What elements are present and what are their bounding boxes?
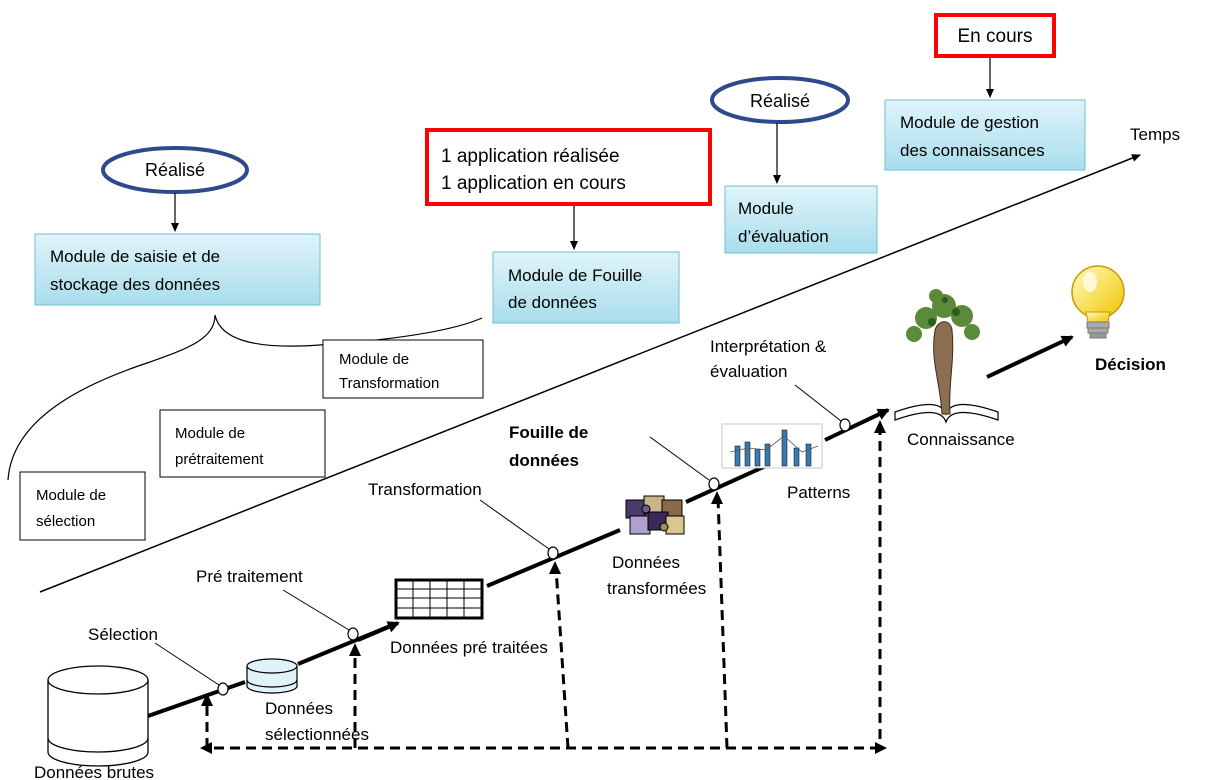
time-axis	[39, 154, 1141, 593]
svg-text:stockage des données: stockage des données	[50, 275, 220, 294]
label-donnees-brutes: Données brutes	[34, 763, 154, 780]
label-fouille-2: données	[509, 451, 579, 470]
label-patterns: Patterns	[787, 483, 850, 502]
svg-text:prétraitement: prétraitement	[175, 451, 264, 468]
module-evaluation: Module d’évaluation	[724, 185, 878, 254]
label-donnees-selectionnees-1: Données	[265, 699, 333, 718]
svg-text:des connaissances: des connaissances	[900, 141, 1045, 160]
process-arrow-head-1	[357, 621, 400, 642]
svg-text:Réalisé: Réalisé	[750, 91, 810, 111]
label-interpretation-1: Interprétation &	[710, 337, 827, 356]
label-pre-traitement: Pré traitement	[196, 567, 303, 586]
raw-data-cylinder-icon	[47, 665, 149, 767]
label-transformation: Transformation	[368, 480, 482, 499]
leader-lines	[154, 384, 842, 686]
patterns-chart-icon	[721, 423, 823, 469]
label-fouille-1: Fouille de	[509, 423, 588, 442]
module-gestion-connaissances: Module de gestion des connaissances	[884, 99, 1086, 171]
svg-text:de données: de données	[508, 293, 597, 312]
module-saisie-stockage: Module de saisie et de stockage des donn…	[34, 233, 321, 306]
svg-text:Transformation: Transformation	[339, 375, 439, 392]
svg-text:1 application réalisée: 1 application réalisée	[441, 146, 620, 167]
label-donnees-transformees-2: transformées	[607, 579, 706, 598]
svg-text:Module de: Module de	[36, 487, 106, 504]
selected-data-cylinder-icon	[246, 658, 298, 694]
svg-text:d’évaluation: d’évaluation	[738, 227, 829, 246]
module-fouille: Module de Fouille de données	[492, 251, 680, 324]
label-donnees-pre-traitees: Données pré traitées	[390, 638, 548, 657]
svg-text:Module de: Module de	[175, 425, 245, 442]
svg-text:Module: Module	[738, 199, 794, 218]
svg-text:Module de Fouille: Module de Fouille	[508, 266, 642, 285]
decision-arrow	[986, 335, 1074, 379]
puzzle-icon	[625, 495, 685, 535]
process-arrow-head-2	[849, 408, 890, 430]
svg-text:Réalisé: Réalisé	[145, 160, 205, 180]
preprocessed-table-icon	[394, 578, 484, 620]
knowledge-tree-icon	[894, 289, 999, 424]
label-decision: Décision	[1095, 355, 1166, 374]
module-grouping-brace	[7, 314, 483, 481]
time-label: Temps	[1130, 125, 1180, 144]
status-en-cours: En cours	[934, 13, 1056, 58]
label-interpretation-2: évaluation	[710, 362, 788, 381]
module-pretraitement: Module de prétraitement	[159, 409, 326, 478]
label-selection: Sélection	[88, 625, 158, 644]
svg-text:Module de: Module de	[339, 351, 409, 368]
feedback-arrowheads	[200, 420, 887, 754]
status-applications: 1 application réalisée 1 application en …	[425, 128, 712, 206]
label-connaissance: Connaissance	[907, 430, 1015, 449]
label-donnees-selectionnees-2: sélectionnées	[265, 725, 369, 744]
status-realise-right: Réalisé	[710, 76, 850, 124]
svg-text:1 application en cours: 1 application en cours	[441, 173, 626, 194]
step-markers	[217, 418, 851, 696]
svg-text:En cours: En cours	[958, 26, 1033, 47]
feedback-loop	[205, 425, 882, 750]
status-realise-left: Réalisé	[101, 146, 249, 194]
module-selection: Module de sélection	[19, 471, 146, 541]
svg-text:Module de gestion: Module de gestion	[900, 113, 1039, 132]
svg-text:Module de saisie et de: Module de saisie et de	[50, 247, 220, 266]
label-donnees-transformees-1: Données	[612, 553, 680, 572]
svg-text:sélection: sélection	[36, 513, 95, 530]
light-bulb-icon	[1071, 265, 1125, 339]
module-transformation: Module de Transformation	[322, 339, 484, 399]
